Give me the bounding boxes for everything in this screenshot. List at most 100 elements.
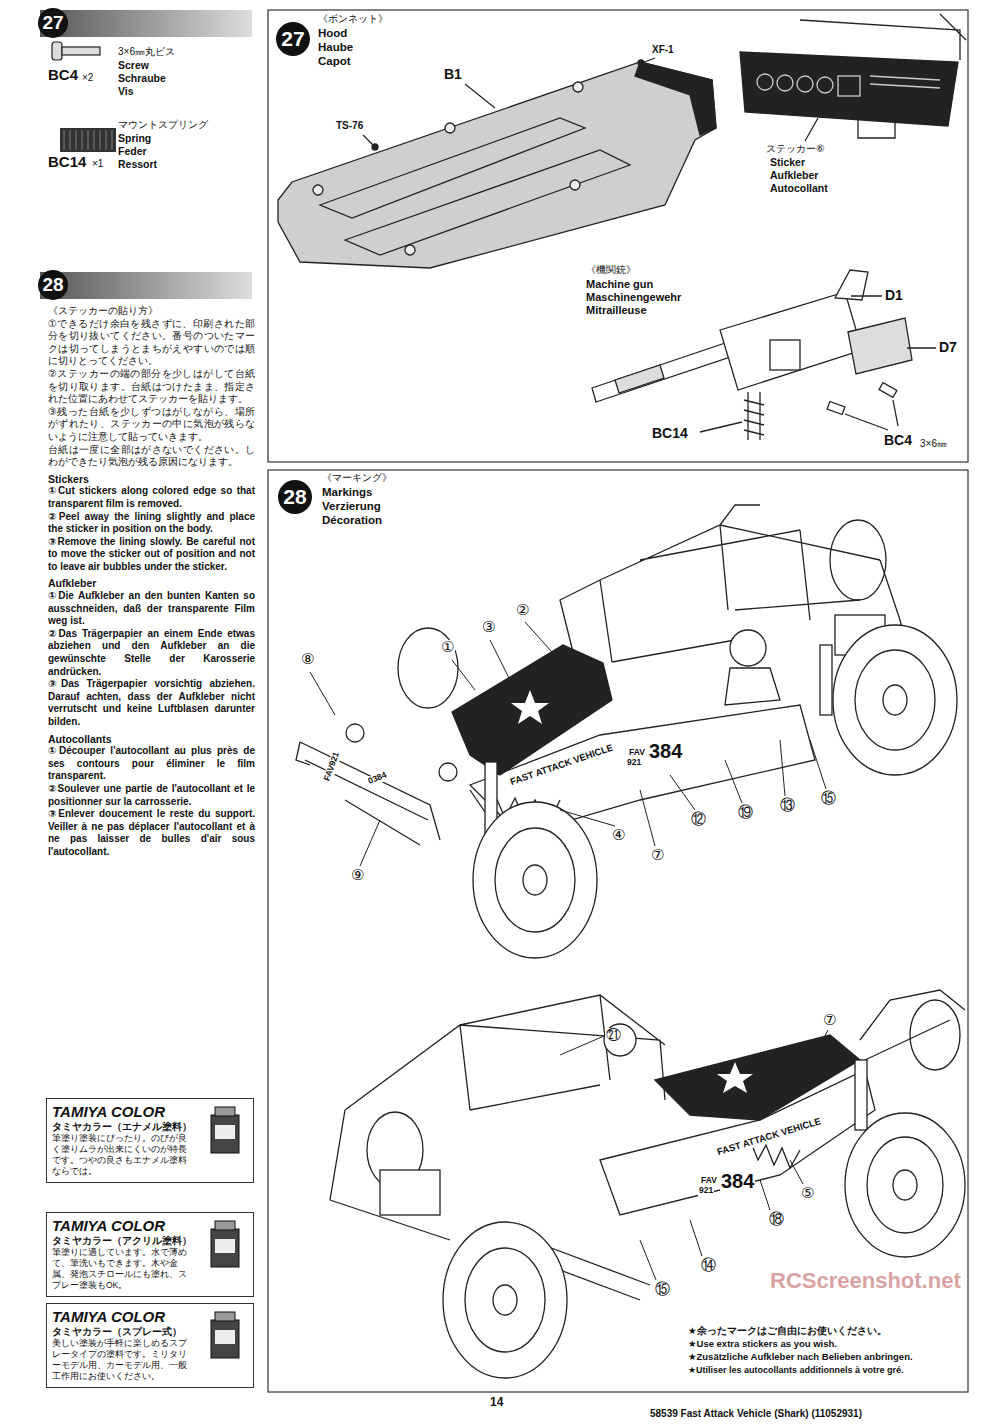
drawing-circle (445, 123, 455, 133)
watermark: RCScreenshot.net (770, 1268, 961, 1293)
part-label: ★余ったマークはご自由にお使いください。 (688, 1326, 887, 1337)
part-label: ★Use extra stickers as you wish. (688, 1339, 837, 1350)
can-cap (215, 1221, 235, 1230)
drawing-path (296, 742, 440, 845)
instruction-text: ③Das Trägerpapier vorsichtig abziehen. D… (48, 678, 255, 728)
paint-can-icon (203, 1310, 247, 1362)
part-label: Hood (318, 27, 347, 40)
part-label: Markings (322, 486, 373, 499)
part-label: ×1 (92, 158, 103, 170)
paint-info-box: TAMIYA COLORタミヤカラー（エナメル塗料）筆塗り塗装にぴったり。のびが… (46, 1098, 254, 1183)
drawing-rect (40, 10, 252, 37)
box-heading: TAMIYA COLOR (52, 1308, 195, 1326)
can-cap (215, 1312, 235, 1321)
part-label: Schraube (118, 72, 166, 84)
drawing-circle (797, 76, 813, 92)
drawing-rect (820, 645, 832, 715)
step-number: 27 (276, 22, 310, 56)
drawing-polygon (848, 318, 912, 374)
drawing-circle (638, 60, 644, 66)
spring-part (60, 128, 116, 152)
drawing-polygon (740, 52, 958, 126)
instruction-text-column: 《ステッカーの貼り方》①できるだけ余白を残さずに、印刷された部分を切り抜いてくだ… (48, 305, 255, 859)
box-heading: 27 (281, 27, 304, 51)
can-cap (215, 1107, 235, 1116)
drawing-path (700, 296, 936, 432)
instruction-text: 台紙は一度に全部はがさないでください。しわができたり気泡が残る原因になります。 (48, 444, 255, 469)
part-label: Sticker (770, 156, 805, 168)
part-label: Haube (318, 41, 353, 54)
part-label: 3×6㎜丸ビス (118, 46, 175, 58)
drawing-path (805, 118, 818, 141)
drawing-polygon (320, 118, 585, 218)
drawing-rect (879, 383, 897, 398)
paint-can-icon (203, 1105, 247, 1157)
drawing-polygon (592, 338, 745, 402)
callout-number: ⑧ (300, 652, 315, 667)
hood-drawing (278, 58, 716, 268)
part-label: BC4 (48, 66, 78, 83)
drawing-circle (313, 185, 323, 195)
part-label: 《機関銃》 (586, 264, 636, 276)
part-label: BC4 (884, 432, 912, 448)
callout-number: ⑱ (768, 1212, 785, 1227)
part-label: 58539 Fast Attack Vehicle (Shark) (11052… (650, 1408, 862, 1420)
callout-number: ④ (611, 828, 626, 843)
dashboard-drawing (740, 14, 966, 141)
drawing-polygon (345, 150, 630, 255)
part-label: D7 (939, 339, 957, 355)
drawing-path (870, 76, 940, 88)
instruction-text: Aufkleber (48, 577, 255, 590)
drawing-ellipse (833, 625, 957, 775)
part-label: BC14 (48, 153, 86, 170)
step-header-bars (40, 10, 252, 299)
drawing-ellipse (493, 1285, 517, 1315)
part-label: ステッカー⑥ (766, 143, 825, 155)
callout-number: ⑦ (650, 848, 665, 863)
callout-number: ⑨ (350, 868, 365, 883)
drawing-rect (268, 470, 968, 1392)
instruction-text: ①Découper l'autocollant au plus près de … (48, 745, 255, 783)
drawing-rect (60, 128, 116, 152)
drawing-path (310, 622, 826, 866)
instruction-text: ②ステッカーの端の部分を少しはがして台紙を切り取ります。台紙はつけたまま、指定さ… (48, 368, 255, 406)
drawing-polygon (655, 1035, 860, 1120)
drawing-rect (827, 402, 845, 415)
drawing-circle (604, 1024, 636, 1056)
part-label: Feder (118, 145, 147, 157)
step-number: 28 (278, 480, 312, 514)
drawing-ellipse (398, 628, 458, 708)
drawing-circle (777, 75, 793, 91)
box-heading: TAMIYA COLOR (52, 1103, 195, 1121)
part-label: Décoration (322, 514, 382, 527)
part-label: Verzierung (322, 500, 381, 513)
drawing-path (560, 1030, 828, 1280)
decal-text: FAV921 (322, 750, 342, 783)
instruction-text: ②Das Trägerpapier an einem Ende etwas ab… (48, 628, 255, 678)
drawing-rect (52, 42, 62, 60)
part-label: 14 (490, 1396, 503, 1410)
can-label (215, 1125, 235, 1139)
paint-info-box: TAMIYA COLORタミヤカラー（アクリル塗料）筆塗りに適しています。水で薄… (46, 1212, 254, 1297)
paint-info-box: TAMIYA COLORタミヤカラー（スプレー式）美しい塗装が手軽に楽しめるスプ… (46, 1303, 254, 1388)
instruction-text: ③Enlever doucement le reste du support. … (48, 808, 255, 858)
callout-number: ⑭ (700, 1258, 717, 1273)
box-text: タミヤカラー（エナメル塗料） (52, 1121, 195, 1133)
instruction-text: ①できるだけ余白を残さずに、印刷された部分を切り抜いてください。番号のついたマー… (48, 318, 255, 368)
drawing-path (330, 995, 665, 1240)
callout-number: ① (440, 640, 455, 655)
drawing-ellipse (893, 1170, 917, 1200)
box-heading: 27 (42, 12, 63, 34)
drawing-ellipse (883, 685, 907, 715)
instruction-text: Autocollants (48, 733, 255, 746)
part-label: BC14 (652, 425, 688, 441)
box-text: 美しい塗装が手軽に楽しめるスプレータイプの塗料です。ミリタリーモデル用、カーモデ… (52, 1338, 195, 1382)
part-label: Aufkleber (770, 169, 818, 181)
drawing-path (744, 392, 764, 440)
callout-number: ⑫ (690, 812, 707, 827)
decal-text: 921 (626, 758, 642, 768)
part-label: Maschinengewehr (586, 291, 681, 304)
drawing-polygon (511, 690, 549, 724)
step-number: 28 (38, 270, 68, 300)
